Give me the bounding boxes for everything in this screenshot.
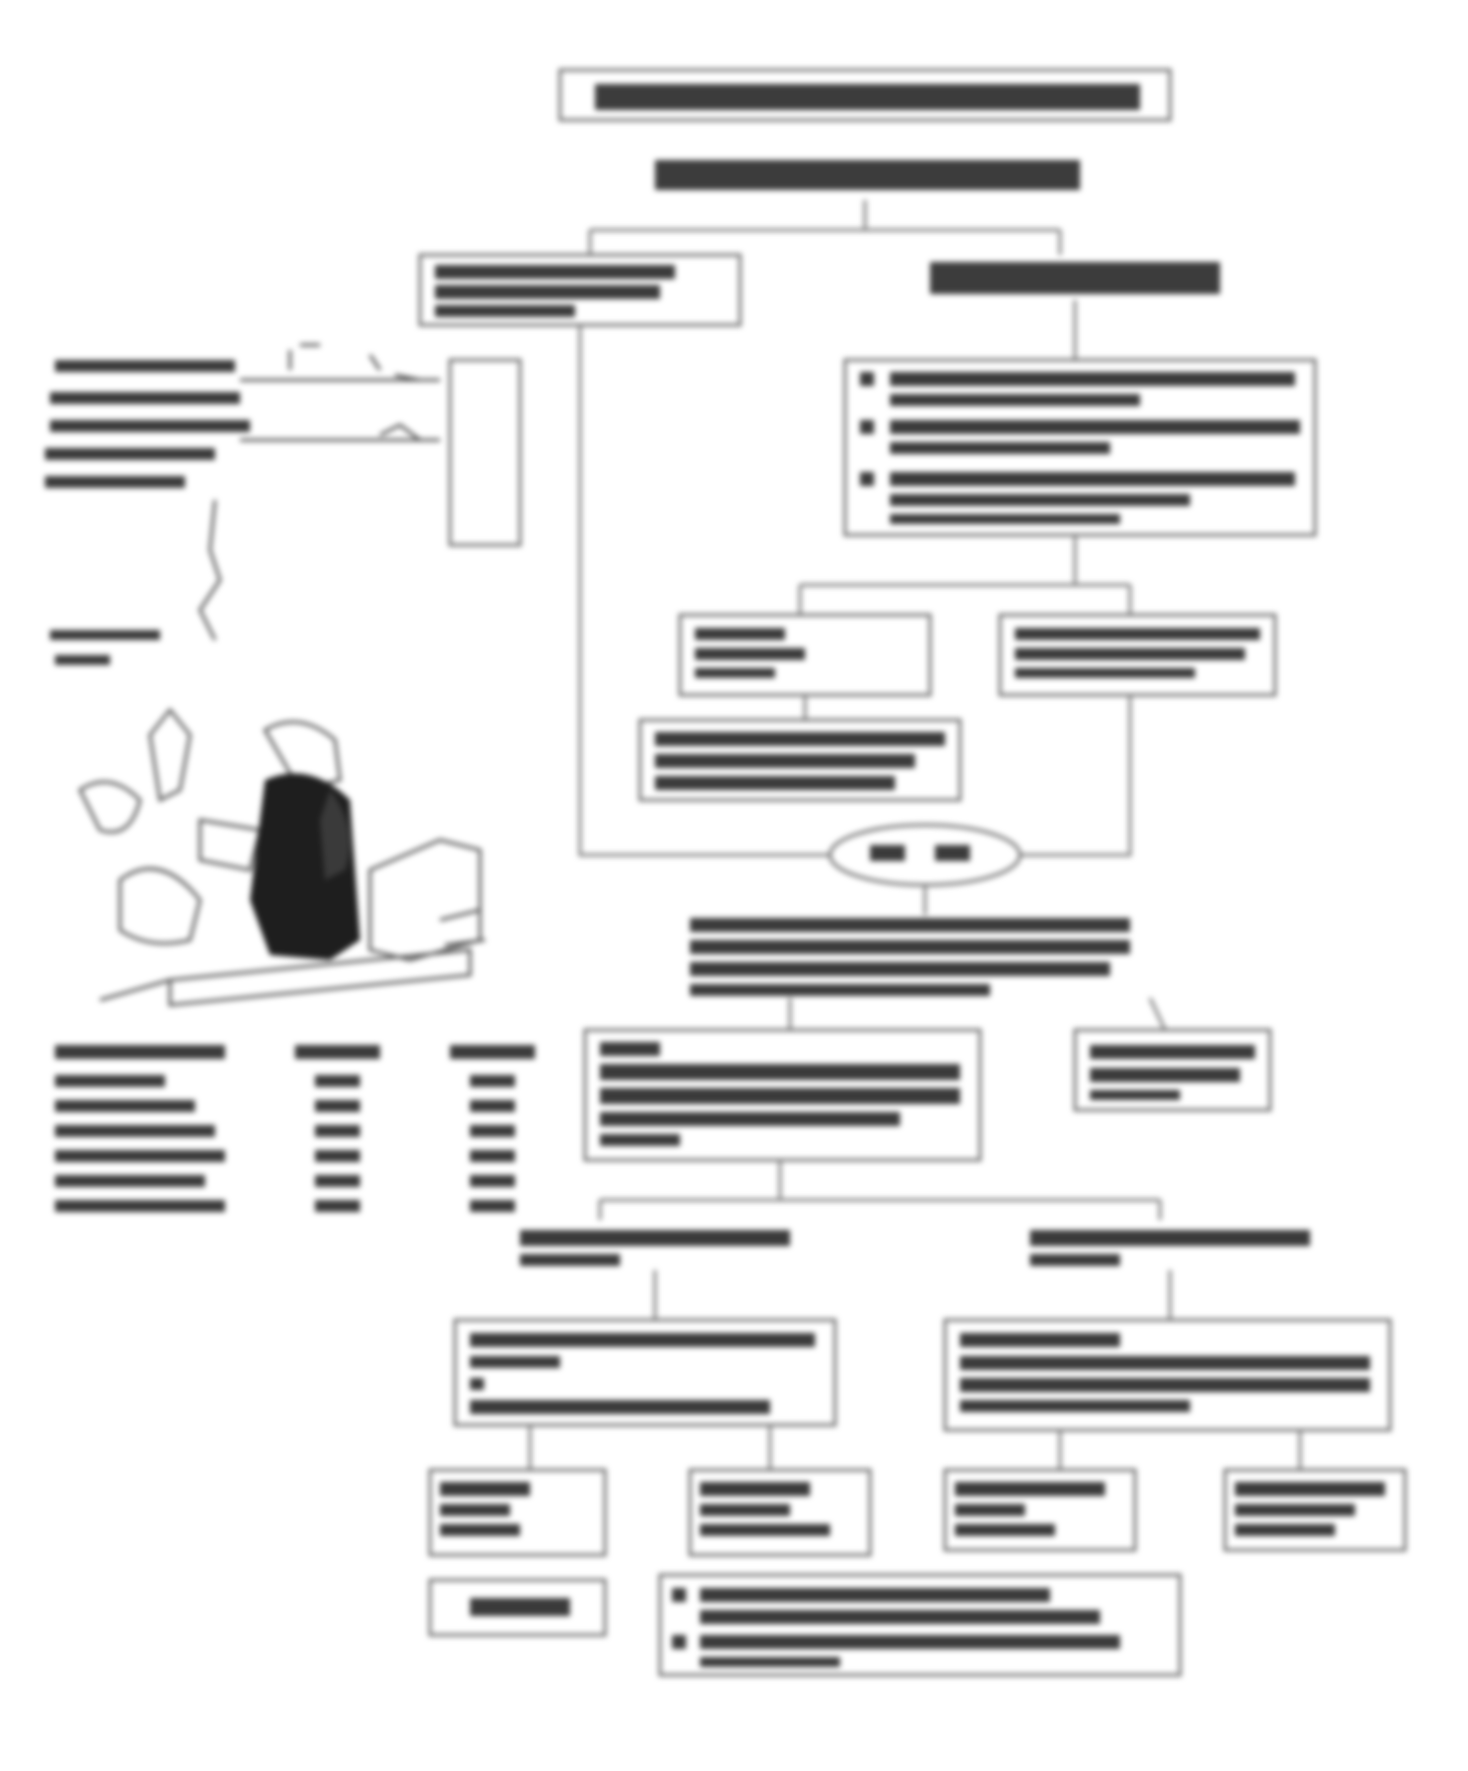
box-lower-left-action xyxy=(638,718,962,802)
box-result-left xyxy=(583,1028,982,1162)
box-check-list xyxy=(843,358,1317,537)
connector-bottom-split xyxy=(598,1160,1162,1220)
connector-top-split xyxy=(588,200,1062,255)
box-end-3 xyxy=(943,1468,1137,1552)
connector-end-split xyxy=(528,1425,1302,1470)
connector-wiring-sketch xyxy=(45,343,522,665)
box-end-1 xyxy=(428,1468,607,1557)
oval-decision xyxy=(828,823,1022,887)
box-mid-right xyxy=(998,613,1277,697)
box-final-right xyxy=(658,1573,1182,1677)
box-step-right xyxy=(943,1318,1392,1432)
engine-component-illustration xyxy=(78,707,486,1007)
spec-table xyxy=(55,1045,535,1212)
bottom-branch-left xyxy=(520,1230,790,1266)
connector-steps-down xyxy=(653,1270,1172,1320)
box-step-left xyxy=(453,1318,837,1427)
connector-checklist-split xyxy=(798,535,1132,615)
subtitle-banner xyxy=(655,160,1080,190)
box-end-2 xyxy=(688,1468,872,1557)
box-final-left xyxy=(428,1578,607,1637)
title-banner xyxy=(558,68,1172,122)
connector-right-return xyxy=(1020,695,1132,857)
box-mid-left xyxy=(678,613,932,697)
centre-description xyxy=(690,918,1130,996)
connector-left-loop xyxy=(578,325,830,857)
box-top-left-branch xyxy=(418,253,742,327)
box-result-right xyxy=(1073,1028,1272,1112)
box-end-4 xyxy=(1223,1468,1407,1552)
connector-centre-split xyxy=(788,997,1167,1031)
bottom-branch-right xyxy=(1030,1230,1310,1266)
box-top-right-branch xyxy=(930,262,1220,294)
